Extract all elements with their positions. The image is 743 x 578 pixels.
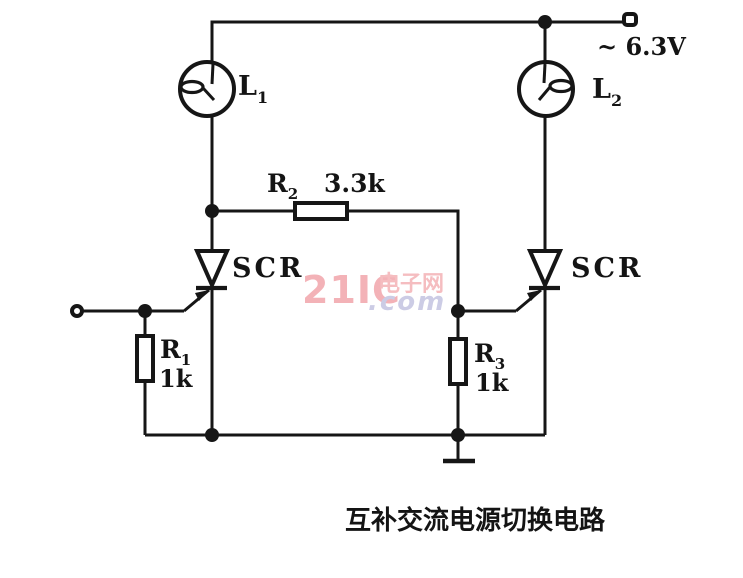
scr1-symbol bbox=[193, 249, 231, 301]
wire-r2-to-node bbox=[347, 209, 460, 311]
node-input-r1 bbox=[138, 304, 152, 318]
label-r3-value: 1k bbox=[475, 368, 510, 397]
watermark: 21IC 电子网 .com bbox=[302, 268, 446, 317]
resistor-r3 bbox=[448, 337, 468, 386]
watermark-site: 电子网 bbox=[378, 272, 444, 297]
label-r1-value: 1k bbox=[159, 364, 194, 393]
caption-title: 互补交流电源切换电路 bbox=[345, 505, 606, 536]
lamp-l2-symbol bbox=[517, 60, 575, 118]
node-r2-r3-gate2 bbox=[451, 304, 465, 318]
label-lamp2: L2 bbox=[592, 74, 622, 110]
terminal-supply bbox=[622, 12, 638, 27]
watermark-brand: 21IC bbox=[302, 268, 401, 312]
label-scr1: SCR bbox=[232, 253, 304, 284]
node-bottom-scr1 bbox=[205, 428, 219, 442]
watermark-domain: .com bbox=[368, 287, 446, 317]
scr2-symbol bbox=[526, 249, 564, 301]
label-r2: R2 bbox=[267, 169, 298, 203]
label-supply-voltage: ~ 6.3V bbox=[597, 32, 686, 61]
label-r2-value: 3.3k bbox=[324, 169, 385, 198]
label-r1: R1 bbox=[160, 335, 191, 369]
lamp-l1-symbol bbox=[178, 60, 236, 118]
resistor-r2 bbox=[293, 201, 349, 221]
label-scr2: SCR bbox=[571, 253, 643, 284]
label-lamp1: L1 bbox=[238, 71, 268, 107]
label-r3: R3 bbox=[474, 339, 505, 373]
node-top bbox=[538, 15, 552, 29]
ground-symbol bbox=[443, 435, 475, 464]
scr1-gate-arrow bbox=[195, 290, 209, 301]
node-l1-r2-scr1 bbox=[205, 204, 219, 218]
terminal-left bbox=[70, 304, 84, 318]
scr2-gate-arrow bbox=[527, 290, 541, 301]
wire-top-rail bbox=[210, 20, 629, 62]
resistor-r1 bbox=[135, 334, 155, 383]
